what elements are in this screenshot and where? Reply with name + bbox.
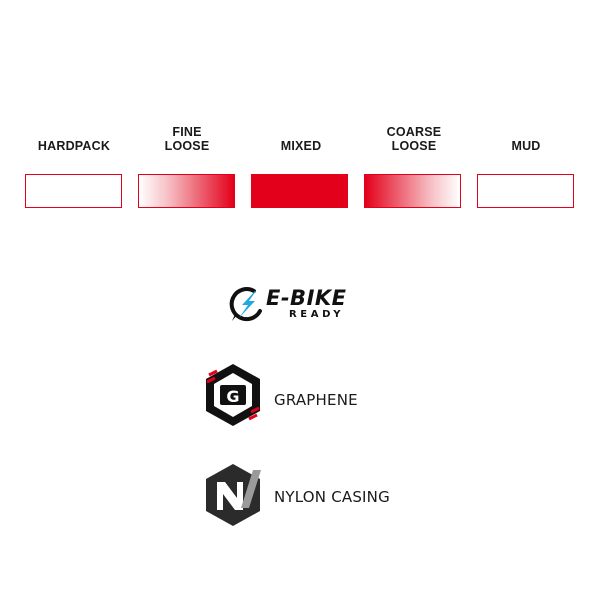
terrain-label-mixed: MIXED: [280, 139, 322, 153]
ebike-subtitle: READY: [289, 309, 345, 320]
ebike-ready-logo: E-BIKE READY: [266, 287, 347, 320]
terrain-bar-mud: [477, 174, 574, 208]
terrain-label-mud: MUD: [511, 139, 541, 153]
ebike-title: E-BIKE: [266, 286, 347, 310]
nylon-casing-icon: N: [206, 464, 261, 526]
terrain-bar-fine-loose: [138, 174, 235, 208]
terrain-bar-coarse-loose: [364, 174, 461, 208]
ebike-bolt-icon: [229, 287, 262, 322]
nylon-casing-label: NYLON CASING: [274, 488, 390, 506]
graphene-icon: G: [206, 364, 260, 426]
graphene-label: GRAPHENE: [274, 391, 358, 409]
terrain-bar-mixed: [251, 174, 348, 208]
terrain-label-hardpack: HARDPACK: [37, 139, 111, 153]
terrain-bar-hardpack: [25, 174, 122, 208]
graphene-icon-letter: G: [226, 387, 239, 406]
